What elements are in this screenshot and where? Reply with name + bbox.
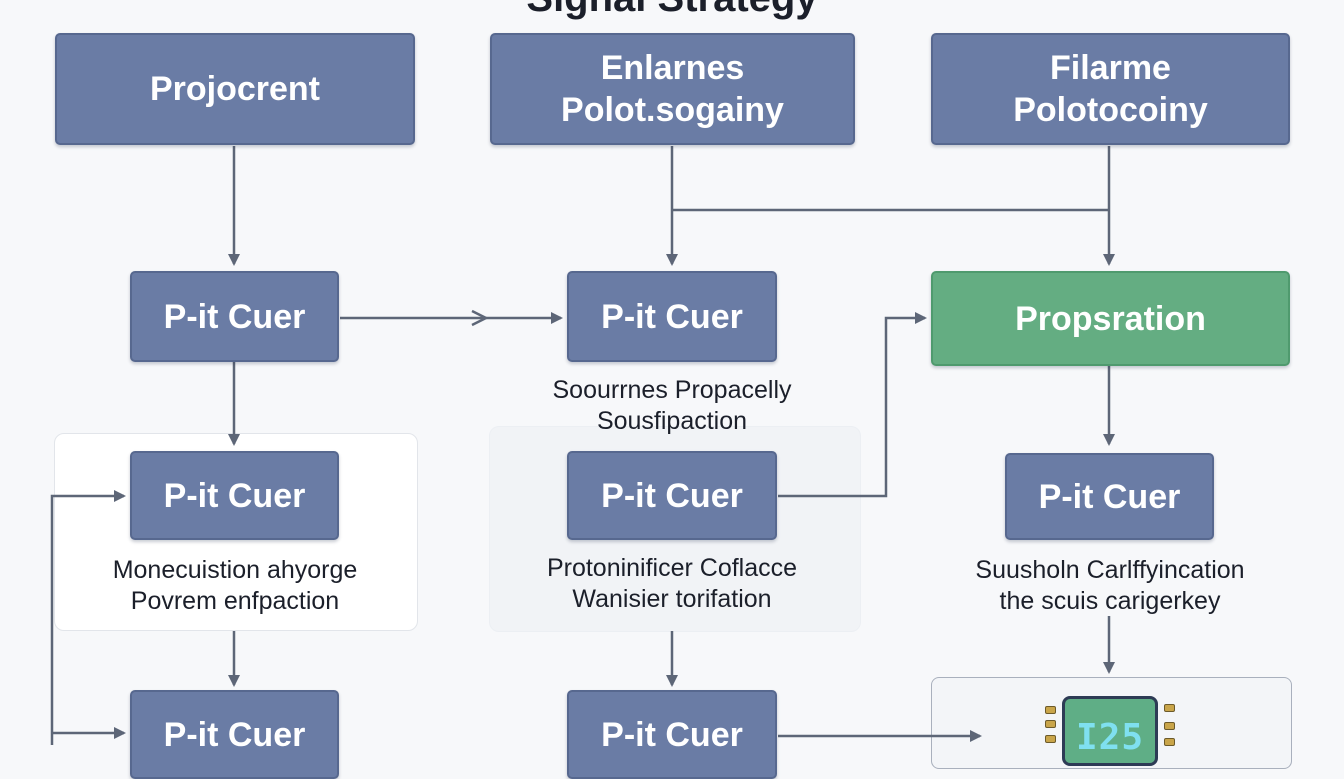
pit-cuer-label: P-it Cuer [601, 476, 743, 515]
caption-line: Protoninificer Coflacce [546, 554, 798, 582]
chip-pin-icon [1164, 738, 1175, 746]
arrow-mid-left-tick [471, 309, 489, 327]
pit-cuer-label: P-it Cuer [601, 715, 743, 754]
caption-line: Monecuistion ahyorge [112, 556, 358, 584]
filarme-label-line1: Filarme [1050, 49, 1171, 87]
pit-cuer-box-center-2: P-it Cuer [567, 271, 777, 362]
pit-cuer-label: P-it Cuer [163, 715, 306, 754]
center-third-caption: Protoninificer Coflacce Wanisier torifat… [494, 553, 850, 615]
pit-cuer-label: P-it Cuer [163, 476, 306, 515]
left-third-caption: Monecuistion ahyorge Povrem enfpaction [60, 555, 410, 617]
pit-cuer-box-left-2: P-it Cuer [130, 271, 339, 362]
arrow-left-loop-in [50, 490, 126, 745]
chip-pin-icon [1045, 720, 1056, 728]
caption-line: Soourrnes Propacelly [552, 376, 792, 404]
propsration-box: Propsration [931, 271, 1290, 366]
pit-cuer-box-center-4: P-it Cuer [567, 690, 777, 779]
caption-line: Wanisier torifation [572, 585, 772, 613]
pit-cuer-label: P-it Cuer [163, 297, 306, 336]
filarme-box: Filarme Polotocoiny [931, 33, 1290, 145]
right-third-caption: Suusholn Carlffyincation the scuis carig… [940, 555, 1280, 617]
chip-pin-icon [1045, 735, 1056, 743]
caption-line: Povrem enfpaction [130, 587, 340, 615]
chip-value: I25 [1075, 717, 1145, 758]
chip-pin-icon [1045, 706, 1056, 714]
enlarnes-box: Enlarnes Polot.sogainy [490, 33, 855, 145]
pit-cuer-box-center-3: P-it Cuer [567, 451, 777, 540]
diagram-title: Signal Strategy [0, 0, 1344, 21]
caption-line: Suusholn Carlffyincation [975, 556, 1245, 584]
arrow-center-to-propsration [778, 312, 927, 498]
propsration-label: Propsration [1015, 299, 1206, 338]
projocrent-label: Projocrent [149, 70, 321, 108]
projocrent-box: Projocrent [55, 33, 415, 145]
pit-cuer-label: P-it Cuer [601, 297, 743, 336]
enlarnes-label-line2: Polot.sogainy [561, 91, 784, 129]
pit-cuer-label: P-it Cuer [1038, 477, 1181, 516]
connector-lines [50, 146, 1115, 745]
enlarnes-label-line1: Enlarnes [600, 49, 745, 87]
pit-cuer-box-left-3: P-it Cuer [130, 451, 339, 540]
center-second-caption: Soourrnes Propacelly Sousfipaction [522, 375, 822, 437]
caption-line: Sousfipaction [596, 407, 748, 435]
caption-line: the scuis carigerkey [999, 587, 1221, 615]
pit-cuer-box-left-4: P-it Cuer [130, 690, 339, 779]
pit-cuer-box-right-3: P-it Cuer [1005, 453, 1214, 540]
chip-icon: I25 [1062, 696, 1158, 766]
chip-pin-icon [1164, 704, 1175, 712]
chip-pin-icon [1164, 722, 1175, 730]
filarme-label-line2: Polotocoiny [1013, 91, 1208, 129]
